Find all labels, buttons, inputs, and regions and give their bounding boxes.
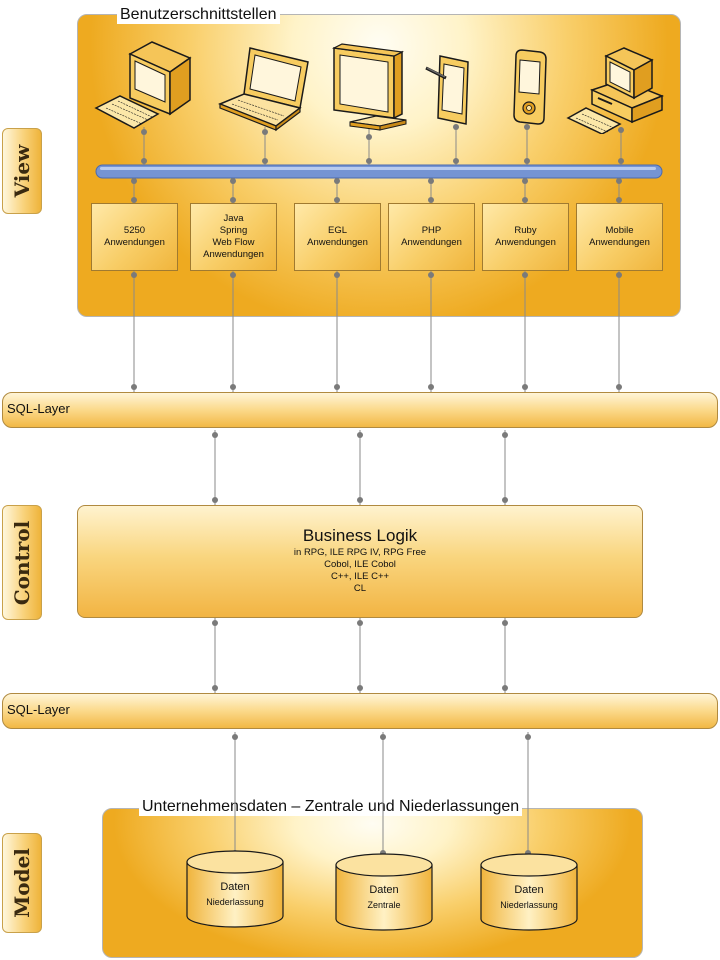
database-label: Daten Zentrale	[335, 883, 433, 911]
pda-icon	[513, 49, 547, 125]
desktop-computer-icon	[94, 41, 192, 129]
app-box-5250: 5250 Anwendungen	[91, 203, 178, 271]
database-niederlassung-left: Daten Niederlassung	[186, 850, 284, 928]
sql-layer-top-label: SQL-Layer	[7, 401, 70, 416]
tier-label-view: View	[2, 128, 42, 214]
ui-bus-bar	[95, 164, 663, 179]
sql-layer-bottom-label: SQL-Layer	[7, 702, 70, 717]
app-box-egl: EGL Anwendungen	[294, 203, 381, 271]
sql-layer-bottom: SQL-Layer	[2, 693, 718, 729]
database-cylinder-icon	[335, 853, 433, 931]
app-box-php: PHP Anwendungen	[388, 203, 475, 271]
database-name: Daten	[369, 884, 399, 896]
database-location: Niederlassung	[206, 897, 264, 907]
workstation-icon	[566, 47, 665, 134]
database-niederlassung-right: Daten Niederlassung	[480, 853, 578, 931]
database-cylinder-icon	[480, 853, 578, 931]
business-logic-languages: in RPG, ILE RPG IV, RPG Free Cobol, ILE …	[293, 547, 427, 594]
tablet-pen-icon	[425, 55, 469, 125]
monitor-icon	[331, 43, 407, 131]
laptop-icon	[218, 47, 309, 132]
view-panel-title: Benutzerschnittstellen	[117, 6, 280, 24]
database-zentrale: Daten Zentrale	[335, 853, 433, 931]
tier-label-model: Model	[2, 833, 42, 933]
database-location: Niederlassung	[500, 900, 558, 910]
sql-layer-top: SQL-Layer	[2, 392, 718, 428]
app-box-ruby: Ruby Anwendungen	[482, 203, 569, 271]
business-logic-title: Business Logik	[302, 526, 418, 545]
database-name: Daten	[220, 881, 250, 893]
database-location: Zentrale	[367, 900, 401, 910]
app-box-mobile: Mobile Anwendungen	[576, 203, 663, 271]
database-label: Daten Niederlassung	[186, 880, 284, 908]
database-name: Daten	[514, 884, 544, 896]
business-logic-box: Business Logik in RPG, ILE RPG IV, RPG F…	[77, 505, 643, 618]
database-cylinder-icon	[186, 850, 284, 928]
tier-label-control: Control	[2, 505, 42, 620]
database-label: Daten Niederlassung	[480, 883, 578, 911]
app-box-java-spring: Java Spring Web Flow Anwendungen	[190, 203, 277, 271]
